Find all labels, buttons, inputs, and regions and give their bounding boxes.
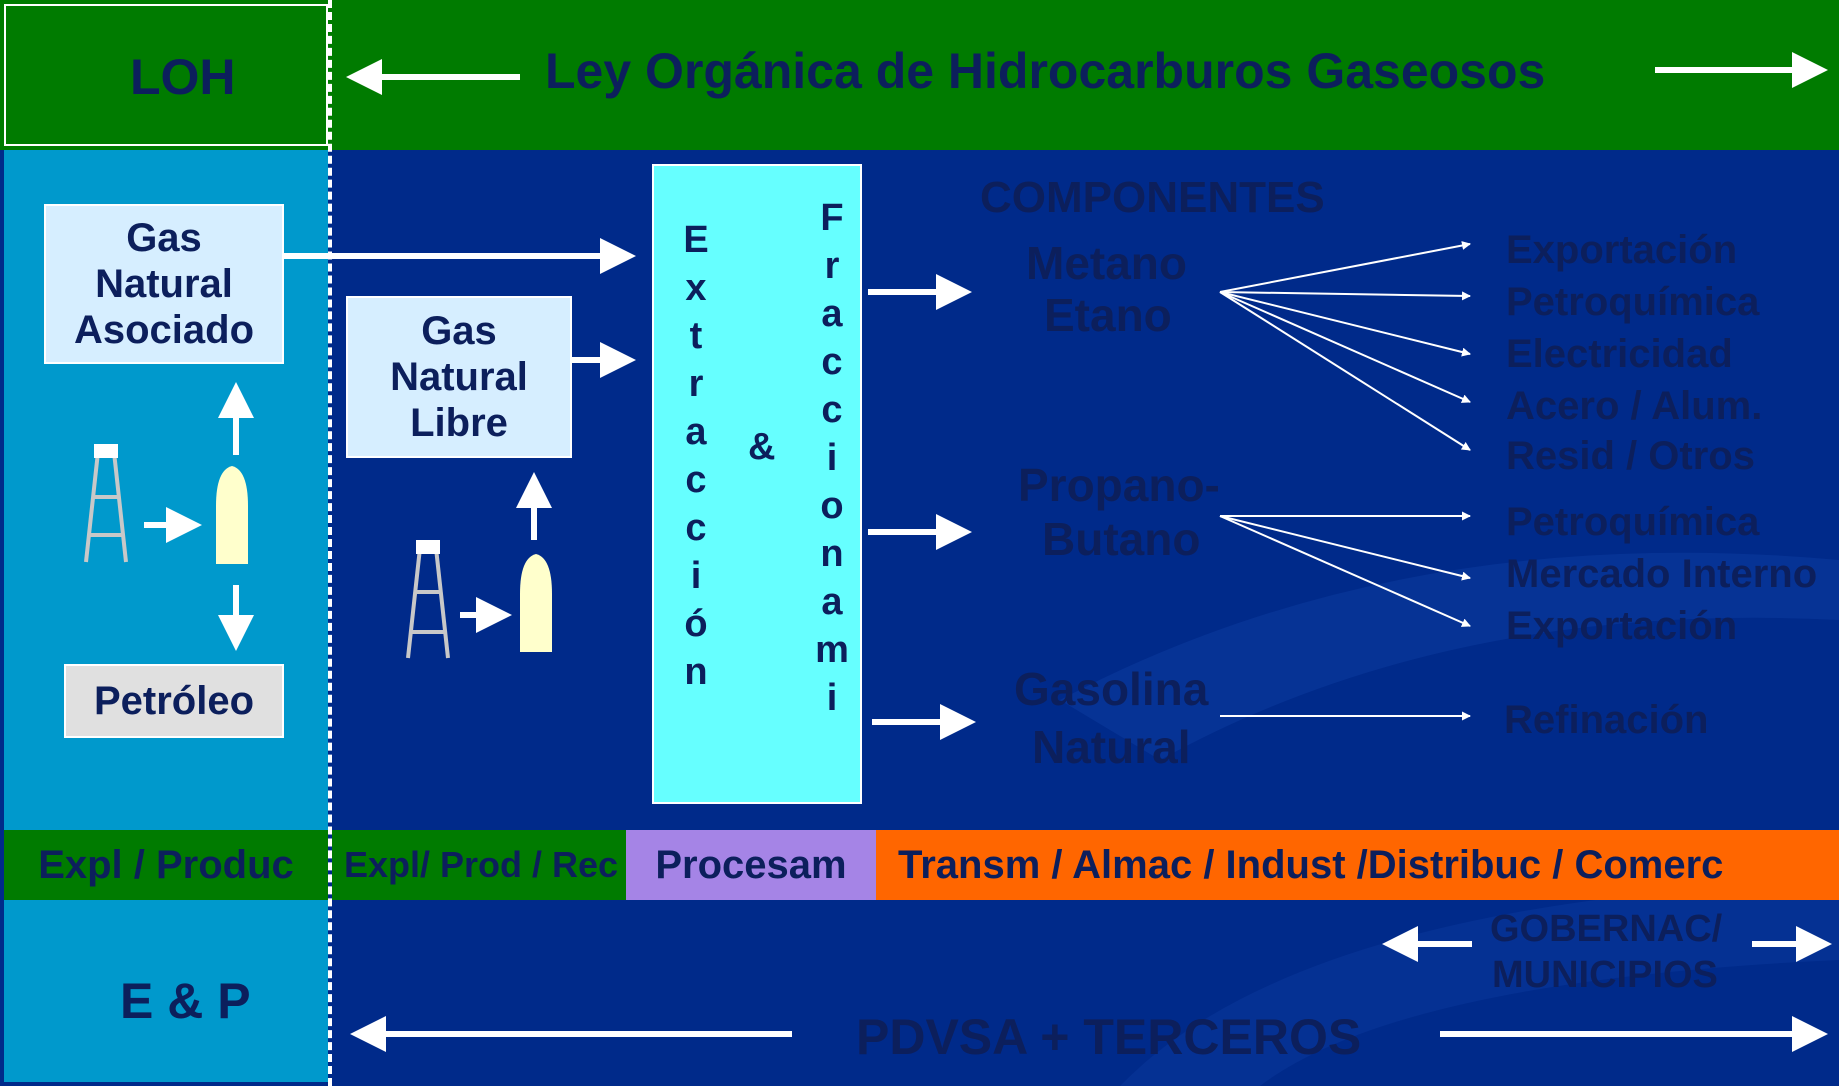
fractionation-letter: r — [824, 245, 840, 287]
components-heading: COMPONENTES — [980, 173, 1325, 222]
oil-derrick-icon-2 — [406, 540, 450, 659]
metano-fan-arrows — [1219, 241, 1471, 451]
extraction-fractionation-box — [652, 164, 862, 804]
metano-label: Metano — [1026, 237, 1187, 289]
fractionation-letter: i — [826, 437, 838, 479]
dest-exportacion-2: Exportación — [1506, 604, 1738, 648]
governance-line-2: MUNICIPIOS — [1492, 954, 1718, 996]
gas-tank-icon — [216, 466, 248, 564]
header-loh-label: LOH — [130, 49, 236, 105]
stage-expl-produc: Expl / Produc — [4, 830, 328, 900]
associated-gas-line-1: Gas — [126, 216, 202, 260]
free-gas-line-3: Libre — [410, 401, 508, 445]
stage-procesam-label: Procesam — [655, 842, 847, 887]
gas-tank-icon-2 — [520, 554, 552, 652]
extraction-letter: x — [685, 267, 707, 309]
actors-label: PDVSA + TERCEROS — [856, 1009, 1362, 1065]
footer-ep-label: E & P — [120, 973, 251, 1029]
fractionation-letter: m — [815, 629, 849, 671]
natural-label: Natural — [1032, 721, 1191, 773]
fractionation-letter: a — [821, 581, 843, 623]
oil-label: Petróleo — [93, 678, 255, 723]
free-gas-line-2: Natural — [390, 355, 528, 399]
extraction-letter: ó — [684, 603, 708, 645]
fractionation-letter: c — [821, 341, 843, 383]
stage-downstream-label: Transm / Almac / Indust /Distribuc / Com… — [898, 842, 1724, 887]
extraction-letter: c — [685, 459, 707, 501]
decorative-swoosh-2 — [1120, 880, 1839, 1086]
process-ampersand: & — [748, 426, 776, 468]
fractionation-letter: i — [826, 677, 838, 719]
free-gas-box: Gas Natural Libre — [346, 296, 572, 458]
extraction-letter: E — [683, 219, 709, 261]
decorative-swoosh — [1060, 552, 1839, 760]
associated-gas-box: Gas Natural Asociado — [44, 204, 284, 364]
associated-gas-line-3: Asociado — [73, 308, 255, 352]
extraction-vertical-label: E x t r a c c i ó n — [674, 216, 718, 696]
stage-expl-prod-rec: Expl/ Prod / Rec — [332, 830, 626, 900]
associated-gas-line-2: Natural — [95, 262, 233, 306]
header-left-cell — [4, 4, 328, 146]
oil-derrick-icon — [84, 444, 128, 563]
dest-resid-otros: Resid / Otros — [1506, 434, 1755, 478]
etano-label: Etano — [1044, 289, 1172, 341]
fractionation-letter: F — [820, 197, 844, 239]
butano-label: Butano — [1042, 513, 1201, 565]
dest-petroquimica-2: Petroquímica — [1506, 500, 1760, 544]
extraction-letter: r — [688, 363, 704, 405]
stage-procesam: Procesam — [626, 830, 876, 900]
stage-expl-prod-rec-label: Expl/ Prod / Rec — [344, 844, 619, 885]
fractionation-letter: n — [820, 533, 844, 575]
dest-electricidad: Electricidad — [1506, 332, 1733, 376]
extraction-letter: n — [684, 651, 708, 693]
fractionation-vertical-label: F r a c c i o n a m i — [810, 194, 854, 722]
dest-exportacion: Exportación — [1506, 228, 1738, 272]
extraction-letter: a — [685, 411, 707, 453]
governance-line-1: GOBERNAC/ — [1490, 908, 1723, 950]
column-divider — [328, 0, 332, 1086]
dest-acero-alum: Acero / Alum. — [1506, 384, 1763, 428]
stage-downstream: Transm / Almac / Indust /Distribuc / Com… — [876, 830, 1839, 900]
fractionation-letter: a — [821, 293, 843, 335]
header-band — [0, 0, 1839, 150]
stage-expl-produc-label: Expl / Produc — [38, 842, 294, 887]
extraction-letter: i — [690, 555, 702, 597]
dest-refinacion: Refinación — [1504, 698, 1709, 742]
free-gas-line-1: Gas — [421, 309, 497, 353]
propano-label: Propano- — [1018, 459, 1220, 511]
fractionation-letter: c — [821, 389, 843, 431]
extraction-letter: t — [689, 315, 703, 357]
oil-box: Petróleo — [64, 664, 284, 738]
gasolina-label: Gasolina — [1014, 663, 1209, 715]
header-title: Ley Orgánica de Hidrocarburos Gaseosos — [545, 43, 1546, 99]
dest-mercado-interno: Mercado Interno — [1506, 552, 1818, 596]
propano-fan-arrows — [1219, 511, 1471, 627]
extraction-letter: c — [685, 507, 707, 549]
dest-petroquimica: Petroquímica — [1506, 280, 1760, 324]
fractionation-letter: o — [820, 485, 844, 527]
